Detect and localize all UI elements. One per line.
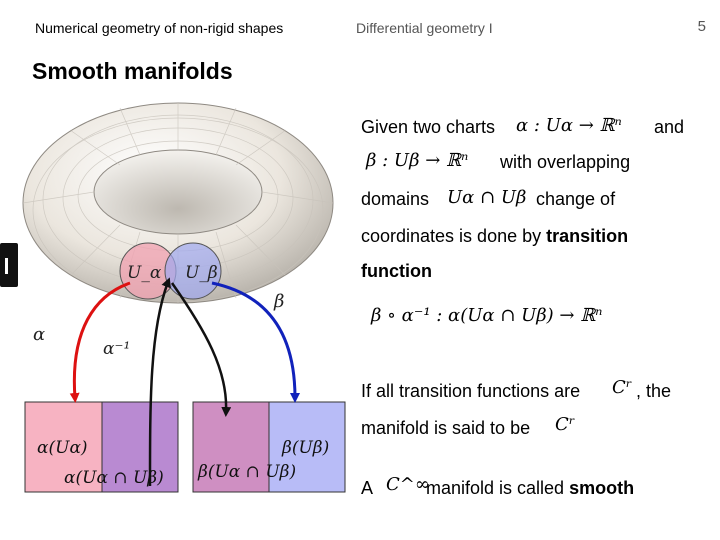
text-the: , the xyxy=(636,381,672,401)
box-alpha-image xyxy=(24,401,103,493)
text-change-of: change of xyxy=(536,189,616,209)
formula-c-infinity: C^∞ xyxy=(386,474,430,495)
slide-title: Smooth manifolds xyxy=(32,58,233,84)
text-transition: transition xyxy=(546,226,629,246)
text-coordinates-is-done-by: coordinates is done by xyxy=(361,226,542,246)
formula-transition-function: β ∘ α⁻¹ : α(Uα ∩ Uβ) → ℝⁿ xyxy=(371,305,603,326)
box-label-alpha-intersection: α(Uα ∩ Uβ) xyxy=(64,468,164,488)
text-smooth: smooth xyxy=(569,478,635,498)
box-beta-image xyxy=(268,401,346,493)
text-smooth-line: manifold is called smooth xyxy=(426,478,634,499)
box-beta-overlap xyxy=(192,401,270,493)
box-label-beta-intersection: β(Uα ∩ Uβ) xyxy=(197,462,296,482)
box-label-beta-u-beta: β(Uβ) xyxy=(281,438,329,458)
box-label-alpha-u-alpha: α(Uα) xyxy=(37,438,88,458)
text-with-overlapping: with overlapping xyxy=(500,152,631,172)
label-u-alpha: U_α xyxy=(127,263,162,283)
patch-u-beta xyxy=(164,242,222,300)
header-course-title: Numerical geometry of non-rigid shapes xyxy=(35,20,284,36)
torus-shape xyxy=(22,102,334,304)
label-alpha-inverse: α⁻¹ xyxy=(103,339,130,359)
text-and: and xyxy=(654,117,685,137)
formula-chart-alpha: α : Uα → ℝⁿ xyxy=(516,115,622,136)
map-beta-arrow xyxy=(211,281,300,403)
formula-cr-2: Cʳ xyxy=(555,414,576,435)
side-tab-bar xyxy=(5,258,8,274)
map-alpha-arrow xyxy=(69,281,131,403)
text-a: A xyxy=(361,478,374,498)
text-manifold-is-said-to-be: manifold is said to be xyxy=(361,418,531,438)
box-alpha-overlap xyxy=(101,401,179,493)
text-coordinates-line: coordinates is done by transition xyxy=(361,226,628,247)
side-tab-marker[interactable] xyxy=(0,243,18,287)
text-manifold-is-called: manifold is called xyxy=(426,478,565,498)
header-section-title: Differential geometry I xyxy=(356,20,493,36)
text-given-two-charts: Given two charts xyxy=(361,117,496,137)
label-beta: β xyxy=(273,291,284,312)
text-function: function xyxy=(361,261,432,281)
label-alpha: α xyxy=(33,324,45,345)
formula-intersection: Uα ∩ Uβ xyxy=(447,187,527,208)
text-domains: domains xyxy=(361,189,430,209)
transition-arrow-up xyxy=(148,277,171,487)
transition-arrow-down xyxy=(170,282,232,417)
label-u-beta: U_β xyxy=(185,263,218,283)
page-number: 5 xyxy=(697,18,706,35)
text-if-all-transition-functions-are: If all transition functions are xyxy=(361,381,581,401)
formula-chart-beta: β : Uβ → ℝⁿ xyxy=(366,150,469,171)
formula-cr: Cʳ xyxy=(612,377,633,398)
